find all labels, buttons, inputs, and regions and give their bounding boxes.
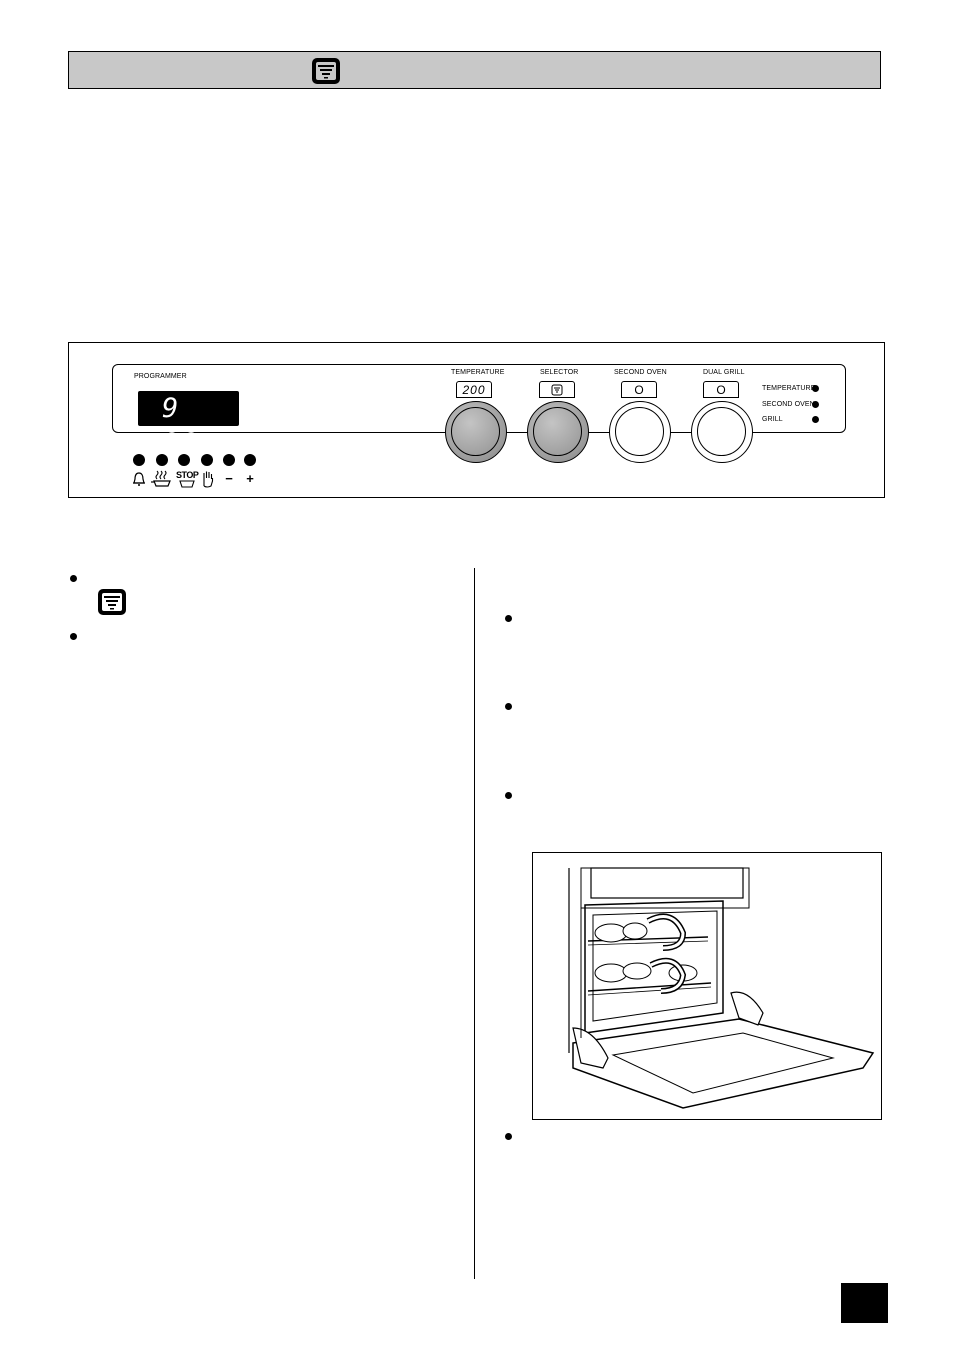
plus-symbol: + [246,471,254,486]
programmer-button-manual[interactable] [201,454,213,466]
bullet [505,792,512,799]
bullet [505,1133,512,1140]
dual-grill-knob-window: O [703,381,739,398]
second-oven-knob-window: O [621,381,657,398]
selector-knob-window [539,381,575,398]
fan-oven-icon [98,589,126,615]
programmer-button-cook-time[interactable] [156,454,168,466]
stop-pan-icon [179,480,195,488]
selector-knob-label: SELECTOR [540,369,579,376]
programmer-button-stop[interactable] [178,454,190,466]
bullet [70,633,77,640]
bullet [70,575,77,582]
bullet [505,703,512,710]
temperature-knob-window: 200 [456,381,492,398]
programmer-button-alarm[interactable] [133,454,145,466]
control-panel-diagram [68,342,885,498]
display-time: 9 00 [162,393,201,459]
second-oven-knob[interactable] [609,401,671,463]
programmer-display: 9 00 [138,391,239,459]
temperature-indicator-label: TEMPERATURE [762,385,816,392]
second-oven-knob-label: SECOND OVEN [614,369,667,376]
dual-grill-knob[interactable] [691,401,753,463]
dual-grill-knob-face [697,407,746,456]
programmer-button-plus[interactable] [244,454,256,466]
cook-time-icon [151,470,171,487]
column-divider [474,568,475,1279]
section-header-bar [68,51,881,89]
temperature-knob-label: TEMPERATURE [451,369,505,376]
grill-indicator-label: GRILL [762,416,783,423]
second-oven-knob-face [615,407,664,456]
bell-icon [133,472,145,486]
oven-interior-drawing [568,867,875,1109]
second-oven-indicator-label: SECOND OVEN [762,401,815,408]
programmer-button-minus[interactable] [223,454,235,466]
fan-oven-icon [312,58,340,84]
page-number-box [841,1283,888,1323]
selector-knob-face [533,407,582,456]
stop-label: STOP [176,470,199,480]
hand-icon [203,471,214,488]
temperature-indicator-light [812,385,819,392]
temperature-knob[interactable] [445,401,507,463]
programmer-label: PROGRAMMER [134,373,187,380]
grill-indicator-light [812,416,819,423]
fan-oven-illustration [532,852,882,1120]
second-oven-indicator-light [812,401,819,408]
bullet [505,615,512,622]
selector-knob[interactable] [527,401,589,463]
fan-oven-symbol-icon [551,384,563,396]
temperature-knob-face [451,407,500,456]
minus-symbol: − [225,471,233,486]
dual-grill-knob-label: DUAL GRILL [703,369,745,376]
